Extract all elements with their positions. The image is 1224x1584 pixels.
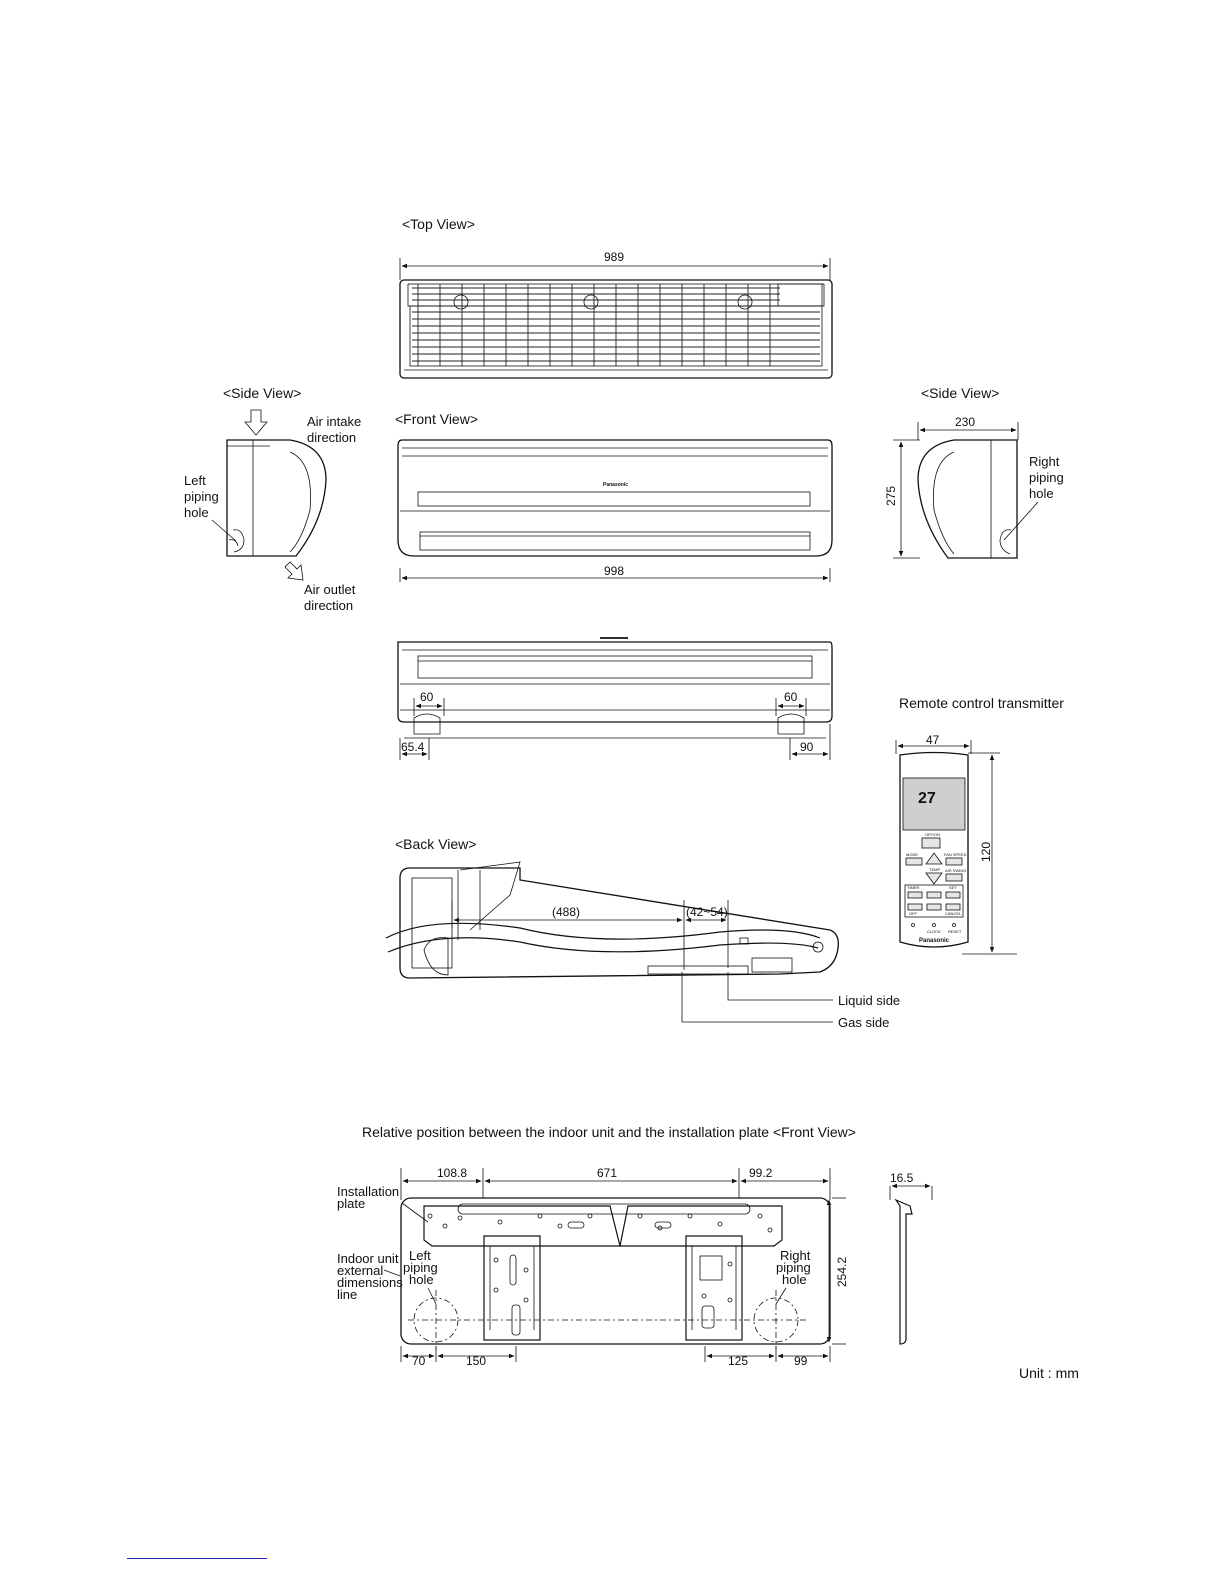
remote-fanspeed-label: FAN SPEED (944, 852, 967, 857)
air-outlet-arrow-icon (284, 561, 304, 581)
plate-125: 125 (728, 1354, 748, 1368)
air-outlet-label-1: Air outlet (304, 582, 356, 597)
remote-width-dimension: 47 (926, 733, 940, 747)
air-intake-label-1: Air intake (307, 414, 361, 429)
remote-airswing-label: AIR SWING (945, 868, 966, 873)
bottom-left-65-4: 65.4 (401, 740, 425, 754)
remote-control: Remote control transmitter 47 120 27 OFF… (895, 695, 1064, 955)
installation-plate-label-2: plate (337, 1196, 365, 1211)
bottom-view: 60 60 65.4 90 (397, 637, 833, 760)
remote-title: Remote control transmitter (899, 695, 1064, 711)
back-42-54-dimension: (42~54) (686, 905, 728, 919)
plate-16-5: 16.5 (890, 1171, 914, 1185)
air-outlet-label-2: direction (304, 598, 353, 613)
plate-right-piping-3: hole (782, 1272, 807, 1287)
top-view: <Top View> 989 (399, 216, 833, 379)
bottom-left-60: 60 (420, 690, 434, 704)
remote-cancel-label: CANCEL (945, 911, 962, 916)
side-view-right-title: <Side View> (921, 385, 999, 401)
plate-left-piping-3: hole (409, 1272, 434, 1287)
remote-lcd-temp: 27 (918, 790, 936, 807)
installation-plate-view: Relative position between the indoor uni… (337, 1124, 933, 1368)
plate-99: 99 (794, 1354, 808, 1368)
plate-671: 671 (597, 1166, 617, 1180)
bottom-view-body (397, 641, 833, 723)
footer-rule (127, 1558, 267, 1559)
plate-108-8: 108.8 (437, 1166, 467, 1180)
remote-set-label: SET (949, 885, 957, 890)
installation-plate-label-1: Installation (337, 1184, 399, 1199)
side-view-left-title: <Side View> (223, 385, 301, 401)
plate-150: 150 (466, 1354, 486, 1368)
plate-left-piping-1: Left (409, 1248, 431, 1263)
plate-left-piping-2: piping (403, 1260, 438, 1275)
right-piping-label-1: Right (1029, 454, 1060, 469)
right-piping-label-2: piping (1029, 470, 1064, 485)
remote-offon-label: OFF/ON (925, 832, 940, 837)
plate-right-piping-1: Right (780, 1248, 811, 1263)
installation-plate-left (423, 1205, 621, 1247)
front-width-dimension: 998 (604, 564, 624, 578)
bottom-right-60: 60 (784, 690, 798, 704)
back-view-title: <Back View> (395, 836, 476, 852)
left-piping-label-1: Left (184, 473, 206, 488)
unit-note: Unit : mm (1019, 1365, 1079, 1381)
back-488-dimension: (488) (552, 905, 580, 919)
indoor-unit-label-2: external (337, 1263, 383, 1278)
side-left-body (226, 439, 327, 557)
remote-brand-logo: Panasonic (919, 938, 950, 944)
top-view-grill (412, 283, 823, 366)
remote-temp-label: TEMP (929, 867, 940, 872)
indoor-unit-label-1: Indoor unit (337, 1251, 399, 1266)
back-view: <Back View> (488) (42~54) Liquid side Ga… (385, 836, 900, 1030)
top-width-dimension: 989 (604, 250, 624, 264)
side-depth-dimension: 230 (955, 415, 975, 429)
left-piping-label-3: hole (184, 505, 209, 520)
right-piping-hole-circle (753, 1297, 799, 1343)
side-height-dimension: 275 (884, 486, 898, 506)
left-piping-hole-circle (413, 1297, 459, 1343)
plate-mounting-holes (427, 1213, 773, 1303)
liquid-side-label: Liquid side (838, 993, 900, 1008)
plate-99-2: 99.2 (749, 1166, 773, 1180)
plate-70: 70 (412, 1354, 426, 1368)
right-piping-label-3: hole (1029, 486, 1054, 501)
indoor-unit-label-3: dimensions (337, 1275, 403, 1290)
gas-side-label: Gas side (838, 1015, 889, 1030)
top-view-title: <Top View> (402, 216, 475, 232)
remote-reset-label: RESET (948, 929, 962, 934)
plate-right-piping-2: piping (776, 1260, 811, 1275)
left-piping-label-2: piping (184, 489, 219, 504)
front-view-body (397, 439, 833, 557)
indoor-unit-outline (400, 1197, 831, 1345)
plate-title: Relative position between the indoor uni… (362, 1124, 856, 1140)
remote-mode-label: MODE (906, 852, 918, 857)
air-intake-label-2: direction (307, 430, 356, 445)
remote-height-dimension: 120 (979, 842, 993, 862)
front-brand-logo: Panasonic (603, 482, 628, 488)
side-view-right: <Side View> 230 275 Right piping hole (884, 385, 1064, 559)
side-view-left: <Side View> Air intake direction Left pi… (184, 385, 361, 613)
plate-254-2: 254.2 (835, 1257, 849, 1287)
air-intake-arrow-icon (244, 409, 268, 436)
installation-plate-right (619, 1205, 783, 1247)
side-right-body (917, 439, 1018, 559)
indoor-unit-label-4: line (337, 1287, 357, 1302)
bottom-right-90: 90 (800, 740, 814, 754)
remote-off-label: OFF (909, 911, 918, 916)
remote-clock-label: CLOCK (927, 929, 941, 934)
plate-side-profile (894, 1198, 913, 1345)
front-view-title: <Front View> (395, 411, 478, 427)
front-view: <Front View> Panasonic 998 (395, 411, 833, 582)
remote-timer-label: TIMER (907, 885, 920, 890)
